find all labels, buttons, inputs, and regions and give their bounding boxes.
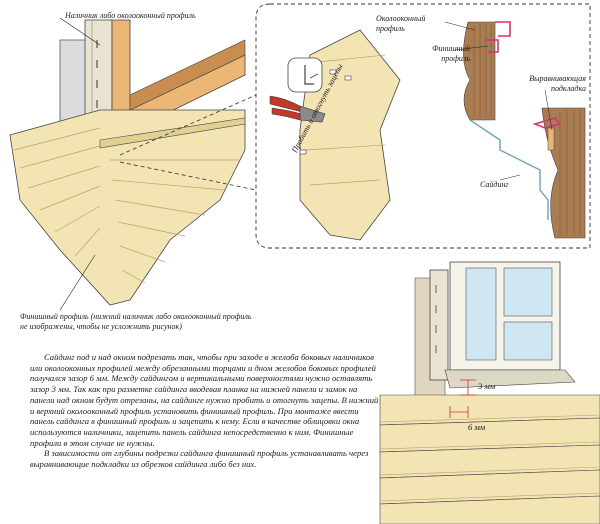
paragraph-2: В зависимости от глубины подрезки сайдин… xyxy=(30,448,369,470)
label-finish-profile-note: Финишный профиль (нижний наличник либо о… xyxy=(20,312,252,331)
wall-section-top xyxy=(463,21,511,121)
window-clearance-illustration xyxy=(379,261,600,524)
label-podkladka: Выравнивающая подкладка xyxy=(529,74,586,93)
wall-section-bottom xyxy=(532,107,586,239)
label-okolo-profile: Околооконный профиль xyxy=(376,14,426,33)
corner-siding-illustration xyxy=(9,17,246,311)
label-finish-profile-right: Финишный профиль xyxy=(432,44,470,63)
label-nalichnik: Наличник либо околооконный профиль xyxy=(65,11,196,20)
punch-pliers-icon xyxy=(269,95,326,123)
label-siding: Сайдинг xyxy=(480,180,509,189)
label-dim-6mm: 6 мм xyxy=(468,422,486,432)
description-text: Сайдинг под и над окном подрезать так, ч… xyxy=(30,352,382,470)
label-dim-3mm: 3 мм xyxy=(478,381,496,391)
detail-box xyxy=(119,3,591,249)
paragraph-1: Сайдинг под и над окном подрезать так, ч… xyxy=(30,352,379,448)
